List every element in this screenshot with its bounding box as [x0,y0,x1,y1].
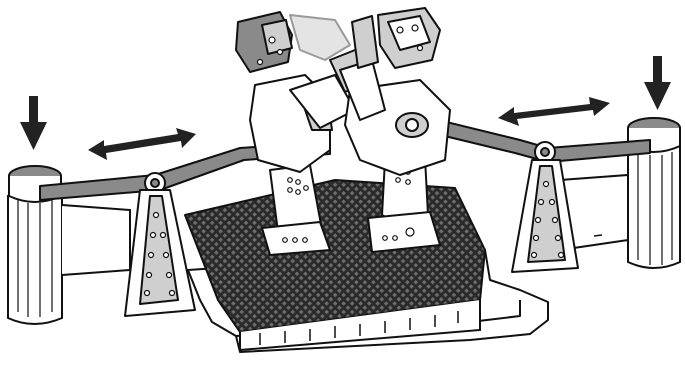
left-stand [125,190,195,316]
right-rope [428,118,650,162]
right-stand [512,160,578,272]
arrow-down-icon [20,96,47,150]
right-corner-post [560,118,680,268]
arrow-down-icon [644,56,671,110]
arrow-left-right-icon [88,128,196,160]
arrow-left-right-icon [498,97,610,126]
